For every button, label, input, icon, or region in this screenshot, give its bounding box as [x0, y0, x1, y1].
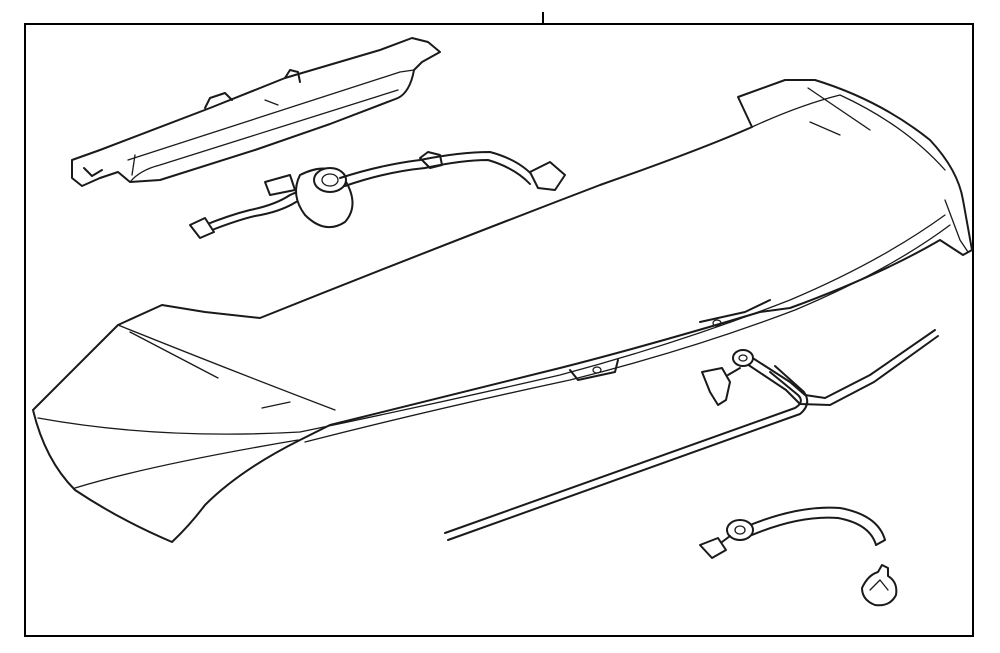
spoiler-left-facet: [117, 324, 336, 411]
spoiler-lip: [37, 214, 946, 435]
grommet-hole: [321, 173, 339, 187]
nozzle-hole: [738, 354, 748, 362]
harness-tail: [339, 151, 536, 179]
harness-end-connector: [189, 217, 215, 239]
lamp-lens: [127, 69, 415, 183]
spoiler: [32, 79, 973, 543]
spoiler-left-mark: [261, 401, 291, 409]
lamp-wiring-harness: [189, 151, 566, 239]
harness-plug-left: [264, 174, 296, 196]
connector-plug: [699, 537, 727, 559]
lamp-housing: [71, 37, 441, 187]
connector-neck: [721, 535, 731, 543]
spoiler-bracket-right: [699, 299, 771, 323]
bracket-hole: [592, 366, 602, 374]
lamp-connector-stub: [284, 69, 301, 83]
washer-hose-upper: [743, 329, 939, 406]
harness-tail-inner: [344, 159, 531, 187]
lamp-rib: [264, 99, 279, 106]
lamp-lens-edge: [131, 154, 136, 176]
nozzle-neck: [727, 367, 741, 376]
grommet-ring: [313, 167, 347, 193]
hose-connector: [699, 506, 886, 559]
connector-hole: [734, 525, 746, 535]
diagram-frame: [24, 23, 974, 637]
spoiler-bracket-center: [569, 359, 619, 381]
bracket-hole: [712, 319, 722, 327]
lamp-end-clip: [83, 167, 103, 177]
harness-tail-connector: [529, 161, 566, 191]
spoiler-body: [32, 79, 973, 543]
connector-hose-outer: [749, 506, 886, 541]
washer-nozzle: [701, 349, 754, 406]
washer-hose-lower: [444, 365, 809, 541]
nozzle-body: [701, 367, 731, 406]
harness-clip: [419, 151, 443, 169]
spoiler-right-end: [944, 199, 969, 253]
clip-detail: [869, 579, 889, 591]
hose-lower-outer: [444, 371, 802, 534]
spoiler-right-facet: [751, 94, 946, 171]
connector-hose-inner: [751, 516, 877, 546]
nozzle-ring: [732, 349, 754, 367]
retainer-clip: [861, 564, 898, 607]
clip-body: [861, 564, 898, 607]
spoiler-left-line: [129, 331, 219, 379]
connector-ring: [726, 519, 754, 541]
spoiler-left-crease: [74, 439, 299, 489]
spoiler-right-crease: [807, 87, 871, 131]
hose-upper-inner: [743, 335, 939, 406]
high-mount-stop-lamp: [71, 37, 441, 187]
spoiler-right-stripe: [809, 121, 841, 136]
connector-hose-end: [875, 539, 886, 546]
hose-lower-inner: [447, 365, 809, 541]
lamp-mount-tab: [204, 92, 233, 109]
hose-upper-outer: [747, 329, 936, 399]
spoiler-lip-edge: [304, 224, 951, 443]
